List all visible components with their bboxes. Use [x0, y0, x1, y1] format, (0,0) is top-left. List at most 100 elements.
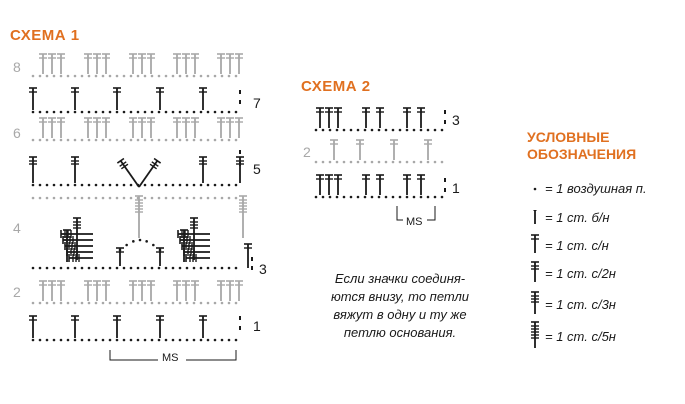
chain-stitch-dot [80, 266, 84, 270]
chain-stitch-dot [157, 138, 161, 142]
chain-stitch-dot [115, 110, 119, 114]
chain-stitch-dot [31, 138, 35, 142]
quintuple-treble-symbol [190, 217, 198, 260]
double-crochet-symbol [29, 315, 37, 338]
chain-stitch-dot [94, 301, 98, 305]
chain-stitch-dot [321, 160, 325, 164]
chain-stitch-dot [122, 138, 126, 142]
scheme2-repeat-label: MS [406, 216, 423, 228]
chain-stitch-dot [66, 74, 70, 78]
chain-stitch-dot [164, 338, 168, 342]
scheme1-row-4 [31, 196, 238, 200]
double-crochet-symbol [138, 53, 146, 74]
quintuple-treble-symbol [63, 229, 71, 262]
chain-stitch-dot [171, 266, 175, 270]
chain-stitch-dot [157, 196, 161, 200]
chain-stitch-dot [129, 338, 133, 342]
horizontal-treble-symbol [68, 254, 93, 262]
chain-stitch-dot [335, 195, 339, 199]
chain-stitch-dot [73, 196, 77, 200]
scheme2-repeat-bracket [396, 206, 436, 221]
chain-stitch-dot [152, 243, 155, 247]
chain-stitch-dot [122, 74, 126, 78]
chain-stitch-dot [206, 301, 210, 305]
chain-stitch-dot [171, 301, 175, 305]
scheme2-row-3 [314, 107, 446, 132]
chain-stitch-dot [101, 338, 105, 342]
chain-stitch-dot [227, 110, 231, 114]
scheme1-repeat-label: MS [162, 352, 179, 364]
chain-stitch-dot [356, 160, 360, 164]
chain-stitch-dot [115, 74, 119, 78]
quintuple-treble-symbol [239, 195, 247, 238]
chain-stitch-dot [206, 110, 210, 114]
chain-stitch-dot [171, 338, 175, 342]
chain-stitch-dot [94, 74, 98, 78]
chain-stitch-dot [426, 160, 430, 164]
chain-stitch-dot [122, 183, 126, 187]
legend-label-double-crochet: = 1 ст. с/н [545, 238, 609, 253]
chain-stitch-dot [31, 266, 35, 270]
chain-stitch-dot [426, 195, 430, 199]
chain-stitch-dot [59, 138, 63, 142]
double-crochet-symbol [217, 280, 225, 301]
chain-stitch-dot [108, 183, 112, 187]
legend-label-triple-treble: = 1 ст. с/3н [545, 297, 616, 312]
chain-stitch-dot [52, 338, 56, 342]
chain-stitch-dot [143, 196, 147, 200]
chain-stitch-dot [132, 240, 135, 243]
chain-stitch-dot [185, 301, 189, 305]
chain-stitch-dot [94, 338, 98, 342]
quintuple-treble-symbol [180, 229, 188, 262]
legend-icons [531, 187, 539, 348]
chain-stitch-dot [118, 248, 122, 252]
chain-stitch-dot [138, 238, 142, 242]
chain-stitch-dot [321, 128, 325, 132]
chain-stitch-dot [419, 195, 423, 199]
chain-stitch-dot [213, 74, 217, 78]
chain-stitch-dot [38, 74, 42, 78]
chain-stitch-dot [80, 196, 84, 200]
chain-stitch-dot [405, 128, 409, 132]
chain-stitch-dot [234, 183, 238, 187]
chain-stitch-dot [157, 110, 161, 114]
double-crochet-symbol [147, 280, 155, 301]
chain-stitch-dot [377, 128, 381, 132]
double-crochet-symbol [48, 117, 56, 138]
chain-stitch-dot [199, 301, 203, 305]
double-crochet-symbol [217, 53, 225, 74]
chain-stitch-dot [94, 196, 98, 200]
chain-stitch-dot [227, 266, 231, 270]
chain-stitch-dot [143, 74, 147, 78]
chain-stitch-icon [533, 187, 537, 191]
chain-stitch-dot [178, 338, 182, 342]
chain-stitch-dot [108, 338, 112, 342]
chain-stitch-dot [185, 138, 189, 142]
chain-stitch-dot [405, 195, 409, 199]
chain-stitch-dot [349, 160, 353, 164]
chain-stitch-dot [377, 195, 381, 199]
scheme1-row-6 [31, 117, 243, 142]
scheme1-title: СХЕМА 1 [10, 27, 80, 44]
chain-stitch-dot [227, 183, 231, 187]
chain-stitch-dot [213, 338, 217, 342]
chain-stitch-dot [115, 266, 119, 270]
scheme1-row-number-5: 5 [253, 161, 261, 177]
chain-stitch-dot [136, 301, 140, 305]
chain-stitch-dot [405, 160, 409, 164]
chain-stitch-dot [101, 138, 105, 142]
chain-stitch-dot [73, 183, 77, 187]
chain-stitch-dot [101, 183, 105, 187]
chain-stitch-dot [73, 301, 77, 305]
chain-stitch-dot [73, 138, 77, 142]
chain-stitch-dot [349, 195, 353, 199]
chain-stitch-dot [178, 110, 182, 114]
double-crochet-symbol [199, 87, 207, 110]
note-text: Если значки соединя- ются внизу, то петл… [306, 270, 494, 342]
chain-stitch-dot [213, 183, 217, 187]
chain-stitch-dot [440, 195, 444, 199]
scheme1-row-number-8: 8 [13, 59, 21, 75]
horizontal-treble-symbol [66, 248, 93, 256]
chain-stitch-dot [129, 183, 133, 187]
chain-stitch-dot [115, 196, 119, 200]
